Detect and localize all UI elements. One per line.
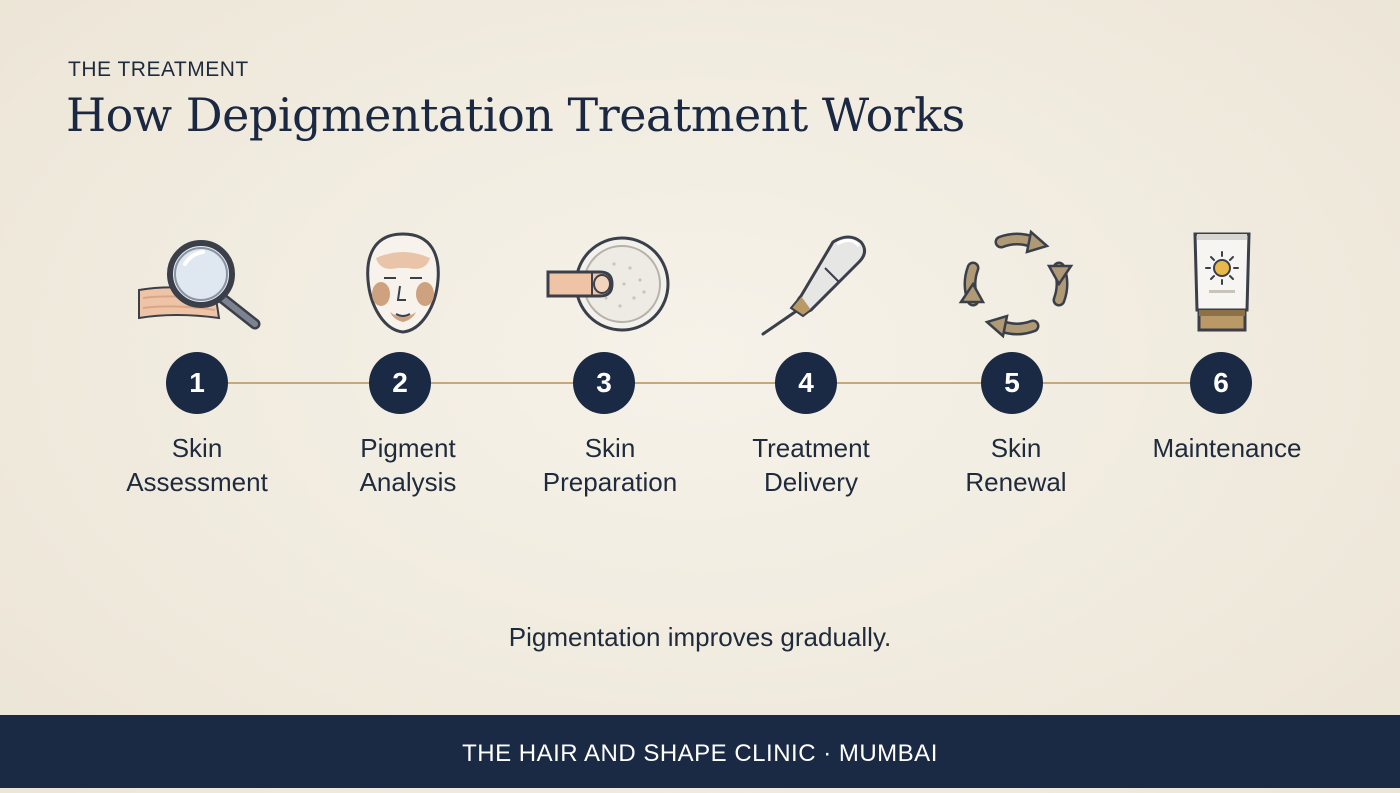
step-label: Skin Preparation (542, 433, 678, 497)
step-number-2: 2 (369, 352, 431, 414)
step-number-6: 6 (1190, 352, 1252, 414)
step-number-1: 1 (166, 352, 228, 414)
timeline-line (196, 382, 1222, 384)
laser-handpiece-icon (751, 228, 881, 340)
magnifier-skin-icon (135, 228, 265, 340)
step-label: Skin Assessment (126, 433, 268, 497)
cleansing-pad-icon (544, 228, 674, 340)
page-title: How Depigmentation Treatment Works (66, 88, 965, 142)
step-number-3: 3 (573, 352, 635, 414)
step-number-5: 5 (981, 352, 1043, 414)
eyebrow-label: THE TREATMENT (68, 58, 249, 81)
step-label: Pigment Analysis (359, 433, 457, 497)
footer-bar: THE HAIR AND SHAPE CLINIC · MUMBAI (0, 715, 1400, 788)
step-label: Skin Renewal (965, 433, 1067, 497)
renewal-cycle-icon (951, 228, 1081, 340)
footer-text: THE HAIR AND SHAPE CLINIC · MUMBAI (462, 740, 938, 767)
caption: Pigmentation improves gradually. (508, 622, 892, 652)
step-label: Maintenance (1152, 433, 1302, 463)
sunscreen-tube-icon (1157, 228, 1287, 340)
step-label: Treatment Delivery (752, 433, 870, 497)
step-number-4: 4 (775, 352, 837, 414)
face-pigment-map-icon (338, 228, 468, 340)
